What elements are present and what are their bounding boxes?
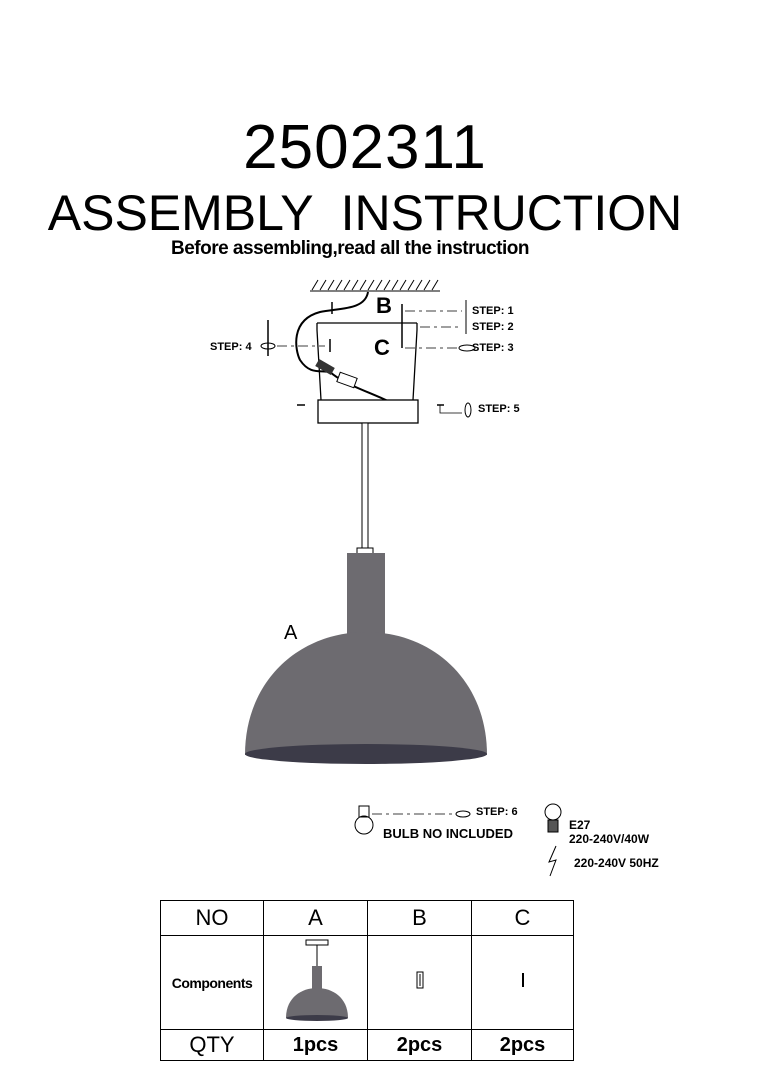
header-c: C <box>471 900 574 936</box>
assembly-diagram <box>245 279 562 877</box>
header-b: B <box>367 900 472 936</box>
lamp-shade <box>245 632 487 755</box>
components-label: Components <box>160 935 264 1030</box>
power-icon <box>548 845 557 877</box>
bulb-socket: E27 <box>569 818 591 832</box>
lamp-thumbnail-icon <box>285 939 348 1021</box>
step-6: STEP: 6 <box>476 806 518 818</box>
part-label-b: B <box>376 293 392 318</box>
lamp-neck <box>347 553 385 635</box>
bulb-note: BULB NO INCLUDED <box>383 826 513 841</box>
header-a: A <box>263 900 368 936</box>
screw-icon <box>521 973 524 987</box>
suspension-rod <box>361 422 369 551</box>
component-a-image <box>263 935 368 1030</box>
anchor-icon <box>416 971 423 989</box>
model-number: 2502311 <box>243 113 487 182</box>
part-label-c: C <box>374 335 390 360</box>
qty-c: 2pcs <box>471 1029 574 1061</box>
qty-label: QTY <box>160 1029 264 1061</box>
subtitle: Before assembling,read all the instructi… <box>170 238 530 259</box>
step-3: STEP: 3 <box>472 342 514 354</box>
bulb-icon <box>354 803 562 835</box>
page-title: ASSEMBLY INSTRUCTION <box>47 185 683 241</box>
power-spec: 220-240V 50HZ <box>574 856 659 870</box>
components-table: NO A B C Components QTY 1pcs 2pcs 2pcs <box>160 900 574 1061</box>
leader-lines <box>277 310 462 815</box>
header-no: NO <box>160 900 264 936</box>
screws <box>267 302 444 406</box>
step-1: STEP: 1 <box>472 305 514 317</box>
component-b-image <box>367 935 472 1030</box>
terminal-block <box>315 359 335 375</box>
qty-a: 1pcs <box>263 1029 368 1061</box>
step-5: STEP: 5 <box>478 403 520 415</box>
qty-b: 2pcs <box>367 1029 472 1061</box>
rotate-icons <box>260 300 476 818</box>
ceiling-hatch <box>310 279 440 292</box>
component-c-image <box>471 935 574 1030</box>
connector <box>336 371 358 389</box>
part-label-a: A <box>284 622 298 644</box>
step-4: STEP: 4 <box>210 341 252 353</box>
step-2: STEP: 2 <box>472 321 514 333</box>
bulb-rating: 220-240V/40W <box>569 832 650 846</box>
lamp-shade-inner <box>245 744 487 764</box>
